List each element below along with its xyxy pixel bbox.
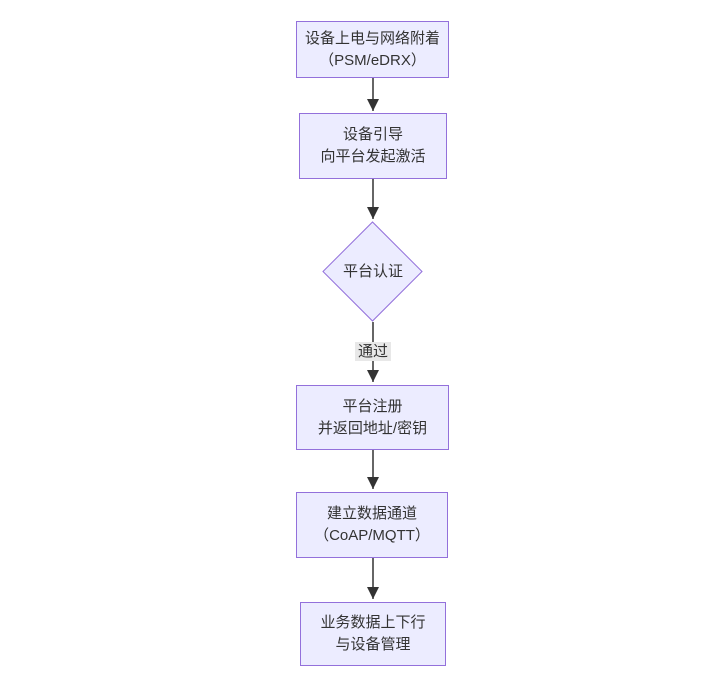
- node-device-power-network-attach: 设备上电与网络附着 （PSM/eDRX）: [296, 21, 449, 78]
- decision-label-platform-auth: 平台认证: [342, 263, 403, 280]
- node-text-line: 建立数据通道: [326, 505, 417, 522]
- node-platform-register: 平台注册 并返回地址/密钥: [296, 385, 449, 450]
- node-text-line: 与设备管理: [335, 636, 411, 653]
- node-text-line: 并返回地址/密钥: [317, 419, 428, 437]
- node-text-line: 向平台发起激活: [320, 148, 426, 165]
- node-text-line: 业务数据上下行: [320, 614, 426, 631]
- node-text-line: （PSM/eDRX）: [319, 51, 426, 69]
- node-text-line: 设备上电与网络附着: [304, 29, 440, 47]
- node-device-bootstrap-activate: 设备引导 向平台发起激活: [299, 113, 447, 179]
- node-text-line: （CoAP/MQTT）: [314, 527, 430, 544]
- node-text-line: 设备引导: [342, 126, 403, 143]
- node-establish-data-channel: 建立数据通道 （CoAP/MQTT）: [296, 492, 448, 558]
- edge-label-pass: 通过: [354, 342, 392, 361]
- node-business-data-device-mgmt: 业务数据上下行 与设备管理: [300, 602, 446, 666]
- node-text-line: 平台注册: [342, 397, 403, 415]
